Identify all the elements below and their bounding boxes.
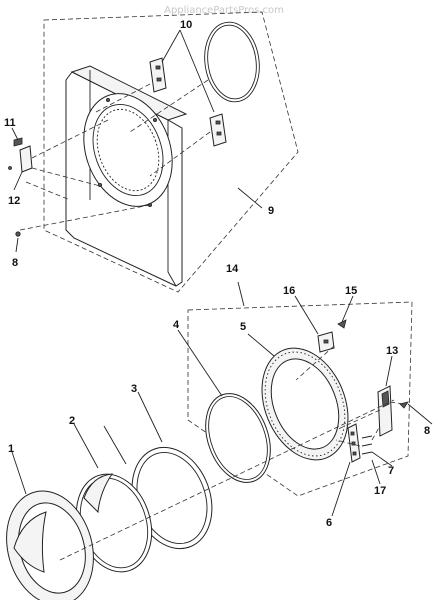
callout-12: 12 — [8, 195, 20, 207]
door-trim-ring — [75, 473, 153, 573]
callout-14: 14 — [226, 263, 239, 275]
callout-16: 16 — [283, 285, 295, 297]
door-assembly-boundary — [187, 301, 413, 497]
latch-springs — [361, 435, 373, 455]
callout-2: 2 — [69, 415, 75, 427]
callout-17: 17 — [374, 485, 386, 497]
screw-8-lower — [399, 401, 409, 409]
callout-10: 10 — [180, 19, 192, 31]
callout-9: 9 — [268, 205, 274, 217]
callout-15: 15 — [345, 285, 357, 297]
callout-1: 1 — [8, 443, 14, 455]
callout-6: 6 — [326, 517, 332, 529]
callout-3: 3 — [131, 383, 137, 395]
hinge-bracket — [317, 331, 335, 353]
door-handle — [377, 385, 393, 437]
door-seal-ring-upper — [204, 21, 260, 103]
callout-11: 11 — [4, 117, 16, 129]
callout-4: 4 — [173, 319, 180, 331]
door-latch — [347, 423, 361, 463]
door-inner-frame — [261, 347, 349, 461]
latch-receiver — [8, 137, 33, 173]
hinge-bracket-upper-right — [209, 113, 227, 147]
watermark: AppliancePartsPros.com — [164, 5, 284, 16]
front-panel — [65, 65, 188, 287]
outer-door — [6, 490, 94, 600]
callout-8-lower: 8 — [424, 425, 430, 437]
front-panel-assembly-boundary — [43, 11, 299, 293]
screw-8-upper — [15, 231, 21, 237]
callout-5: 5 — [240, 321, 246, 333]
door-glass — [205, 393, 271, 483]
hinge-bracket-upper-left — [149, 57, 167, 93]
callout-7: 7 — [388, 465, 394, 477]
inner-door-glass — [131, 446, 213, 550]
callout-8-upper: 8 — [12, 257, 18, 269]
callout-13: 13 — [386, 345, 398, 357]
